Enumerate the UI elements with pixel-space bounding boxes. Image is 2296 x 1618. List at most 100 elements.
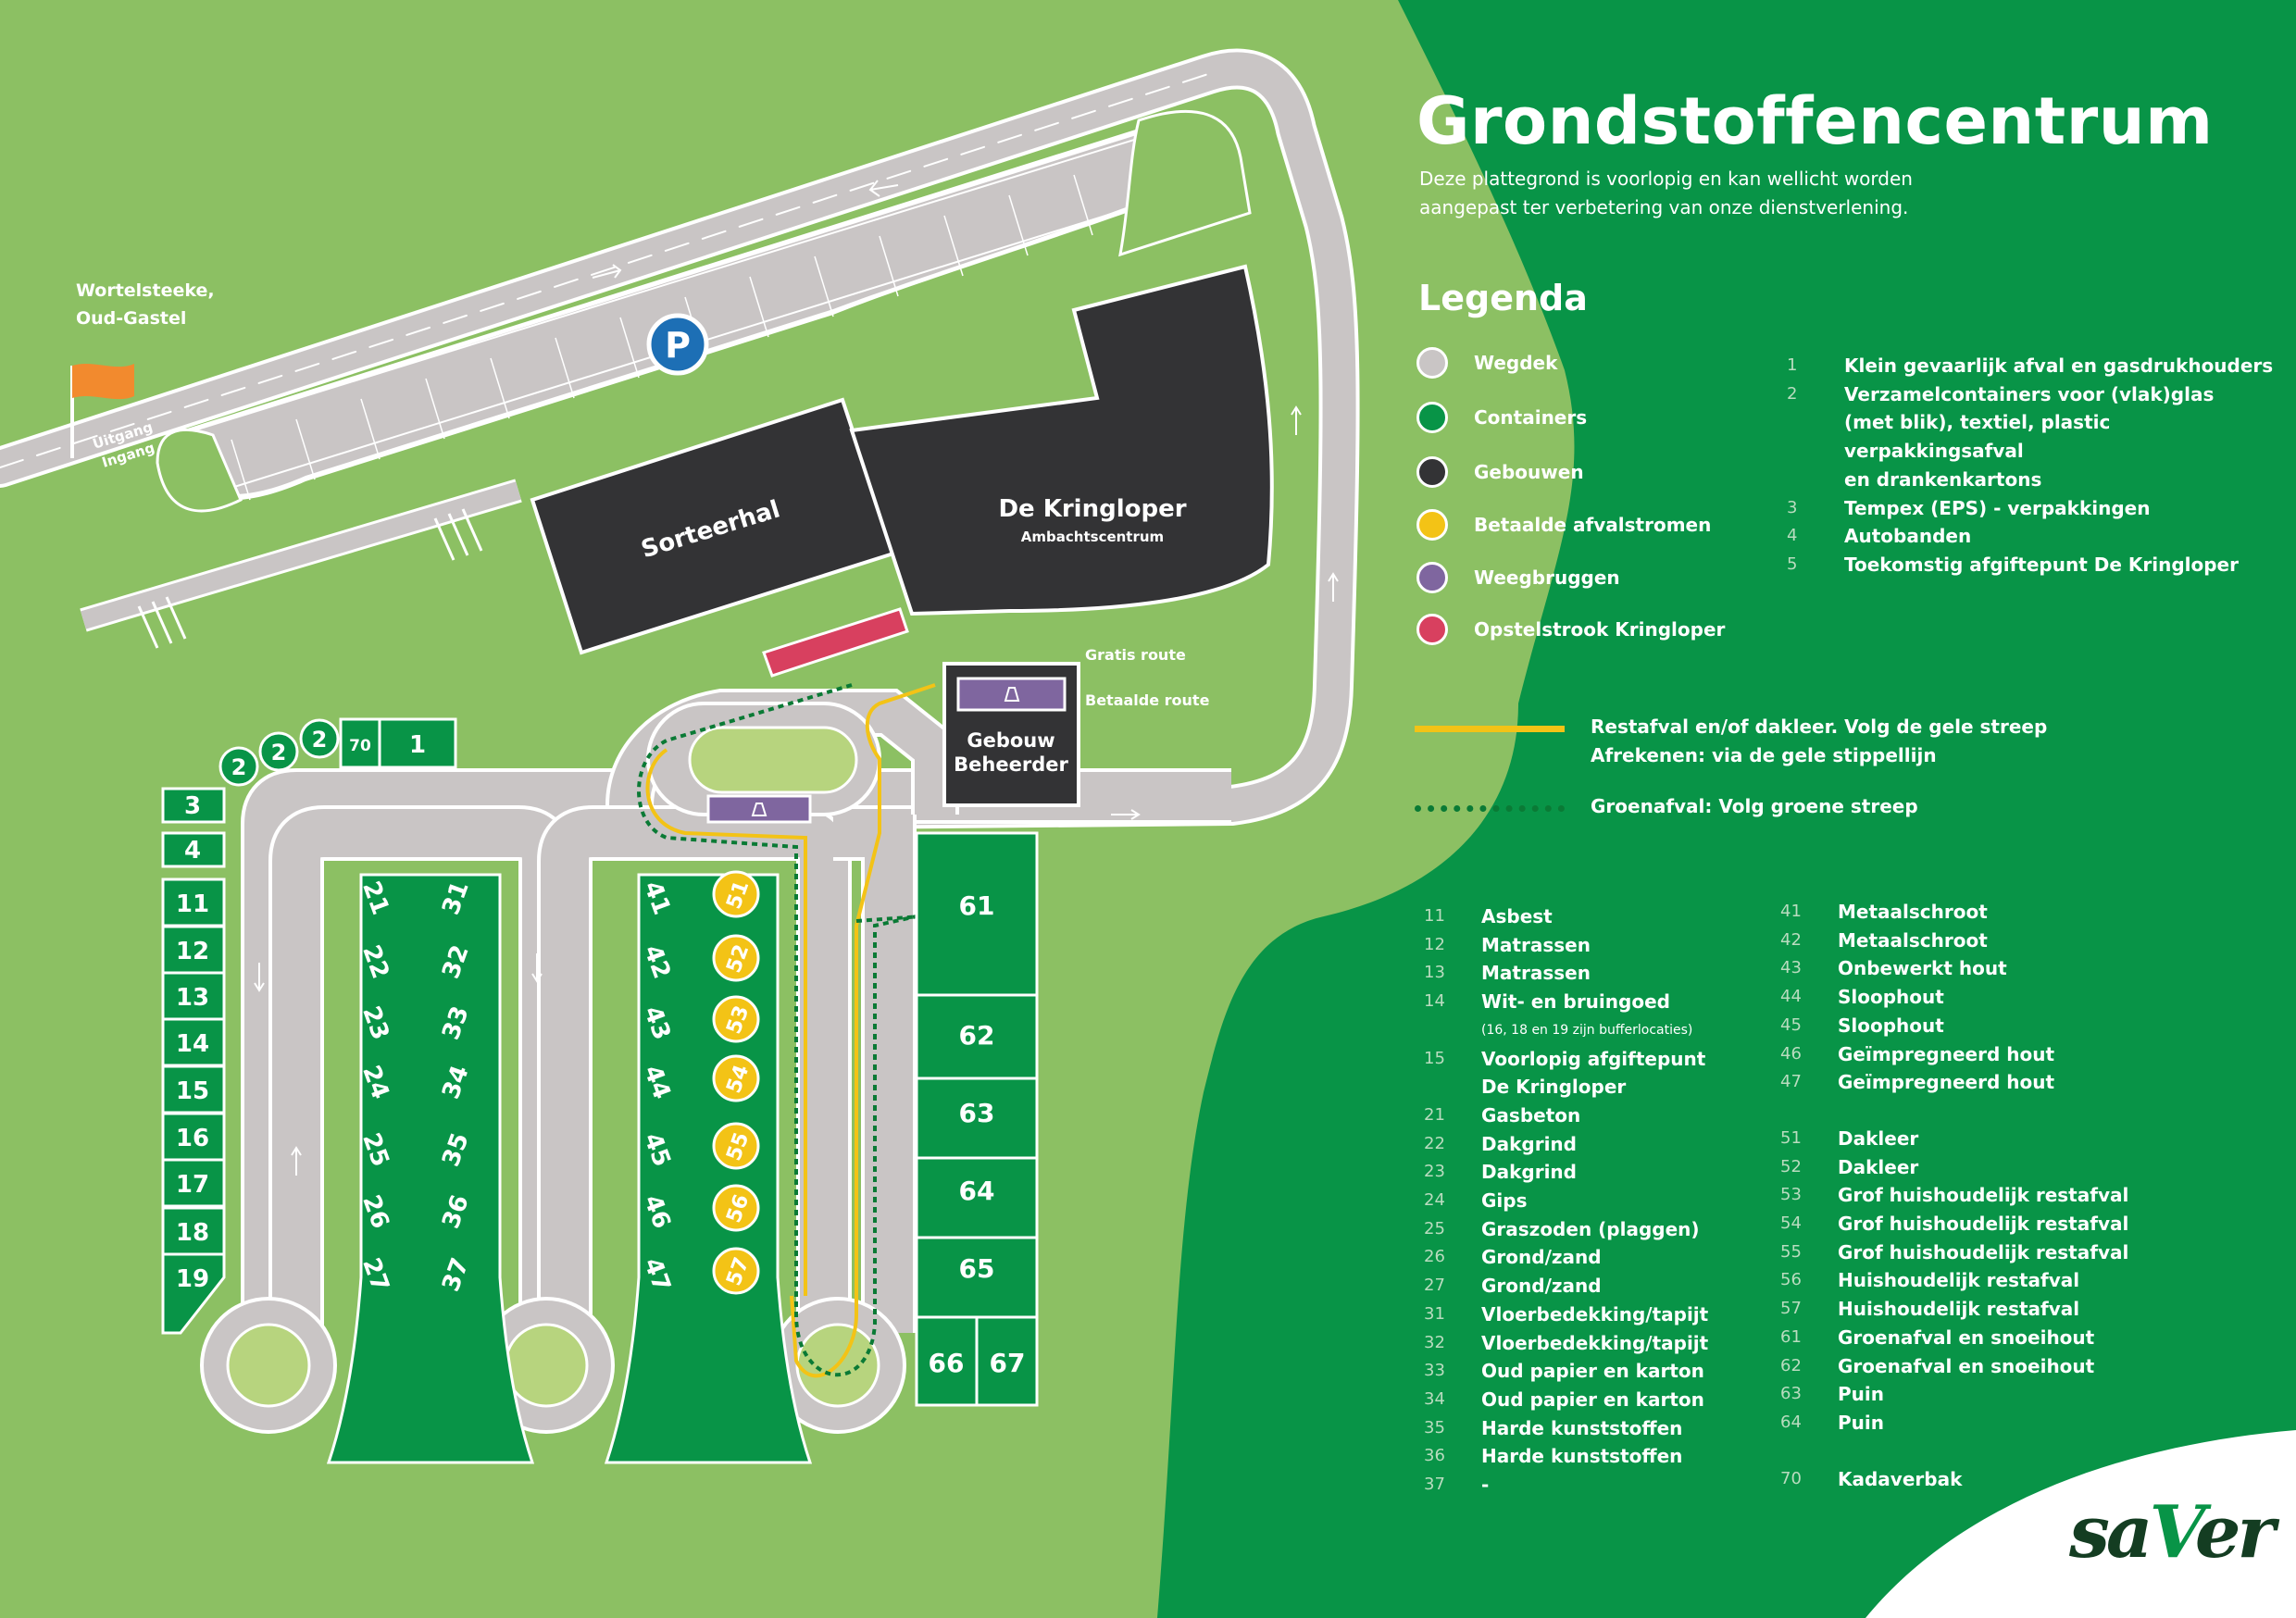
- container-number: 2: [231, 754, 247, 780]
- list-text: Puin: [1838, 1383, 1884, 1406]
- list-text: Harde kunststoffen: [1481, 1445, 1683, 1468]
- main-road: [0, 48, 1360, 835]
- kringloper-label: De Kringloper: [998, 495, 1186, 523]
- container-box: [161, 1158, 226, 1208]
- list-item: 32 Vloerbedekking/tapijt: [1424, 1329, 1708, 1358]
- list-number: 26: [1424, 1247, 1445, 1267]
- list-text: Autobanden: [1844, 525, 1972, 548]
- list-number: [1424, 1073, 1481, 1101]
- saver-logo: saVer: [2069, 1490, 2276, 1574]
- list-item: De Kringloper: [1424, 1073, 1708, 1101]
- parking-island-left: [156, 429, 243, 513]
- list-number: 32: [1424, 1332, 1445, 1352]
- legend-label: Containers: [1474, 406, 1588, 429]
- container-strip-1: [326, 873, 535, 1464]
- list-number: 70: [1780, 1468, 1802, 1488]
- list-item: 36 Harde kunststoffen: [1424, 1442, 1708, 1471]
- container-number: 65: [959, 1253, 995, 1284]
- list-text: Huishoudelijk restafval: [1838, 1269, 2080, 1292]
- paid-container: [712, 934, 760, 982]
- list-number: 27: [1424, 1276, 1445, 1296]
- list-text: Grond/zand: [1481, 1246, 1602, 1269]
- container-number: 18: [176, 1219, 209, 1247]
- paid-container: [712, 1247, 760, 1295]
- legend-item: Wegdek: [1416, 344, 1557, 381]
- list-number: 36: [1424, 1446, 1445, 1466]
- list-number: 23: [1424, 1162, 1445, 1182]
- list-text: Wit- en bruingoed: [1481, 990, 1670, 1014]
- glass-container: [218, 746, 259, 787]
- list-number: [1787, 466, 1844, 494]
- list-text: Vloerbedekking/tapijt: [1481, 1331, 1709, 1354]
- legend-item: Betaalde afvalstromen: [1416, 506, 1711, 543]
- container-box: [339, 717, 381, 769]
- container-number: 15: [176, 1077, 209, 1105]
- container-number: 1: [409, 731, 426, 759]
- list-text: Grof huishoudelijk restafval: [1838, 1240, 2129, 1263]
- container-number: 14: [176, 1030, 209, 1058]
- list-number: 46: [1780, 1043, 1802, 1064]
- kringloper-sublabel: Ambachtscentrum: [1021, 529, 1164, 545]
- list-text: Groenafval en snoeihout: [1838, 1326, 2095, 1349]
- container-box: [915, 1236, 1039, 1319]
- container-box: [915, 831, 1039, 997]
- list-text: Metaalschroot: [1838, 901, 1988, 923]
- glass-container: [299, 718, 340, 759]
- legend-item: Opstelstrook Kringloper: [1416, 611, 1725, 648]
- page-title: Grondstoffencentrum: [1416, 83, 2214, 159]
- list-text: Dakleer: [1838, 1155, 1919, 1178]
- list-text: Sloophout: [1838, 986, 1944, 1009]
- legend-line-sample: [1415, 805, 1565, 812]
- parking-sign: [646, 313, 709, 376]
- legend-title: Legenda: [1418, 278, 1588, 318]
- weight-icon-2: [751, 803, 767, 816]
- list-text: Voorlopig afgiftepunt: [1481, 1047, 1706, 1070]
- legend-line-text: Restafval en/of dakleer. Volg de gele st…: [1591, 716, 2048, 766]
- container-number: 4: [184, 837, 201, 865]
- list-number: 51: [1780, 1127, 1802, 1148]
- location-flag: [70, 363, 134, 458]
- list-text: Kadaverbak: [1838, 1467, 1963, 1490]
- list-gap: [1780, 1097, 2128, 1125]
- list-number: 52: [1780, 1156, 1802, 1176]
- container-number: 67: [990, 1348, 1026, 1378]
- list-text: Dakgrind: [1481, 1132, 1577, 1155]
- container-number: 70: [349, 737, 371, 755]
- list-number: 24: [1424, 1190, 1445, 1211]
- list-number: 42: [1780, 929, 1802, 950]
- container-number: 12: [176, 938, 209, 965]
- list-item: 26 Grond/zand: [1424, 1243, 1708, 1272]
- list-number: 53: [1780, 1185, 1802, 1205]
- list-item: 37-: [1424, 1471, 1708, 1500]
- weight-icon: [1004, 687, 1020, 702]
- list-number: 54: [1780, 1214, 1802, 1234]
- list-number: 12: [1424, 934, 1445, 954]
- list-number: [1424, 1016, 1481, 1045]
- page-subtitle: Deze plattegrond is voorlopig en kan wel…: [1419, 168, 1913, 218]
- parking-stripes: [231, 174, 1093, 501]
- list-number: 2: [1787, 383, 1798, 404]
- list-text: Geïmpregneerd hout: [1838, 1042, 2055, 1065]
- list-number: 43: [1780, 958, 1802, 978]
